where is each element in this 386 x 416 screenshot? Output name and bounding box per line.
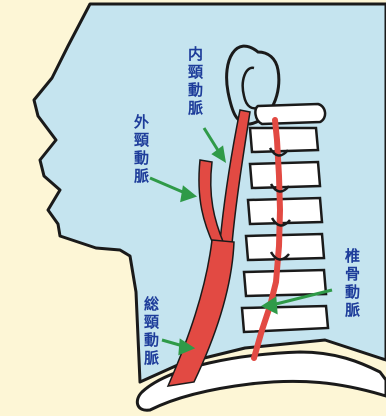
vertebra-c5	[244, 270, 326, 296]
vertebra-c6	[242, 306, 328, 332]
label-vertebral-artery: 椎骨動脈	[344, 248, 359, 320]
vertebra-c4	[246, 234, 324, 260]
vertebra-c2	[250, 162, 320, 188]
vertebra-c1	[250, 128, 318, 152]
label-external-carotid: 外頸動脈	[133, 114, 148, 186]
label-internal-carotid: 内頸動脈	[187, 46, 202, 118]
vertebra-c3	[248, 198, 322, 224]
skull-base	[255, 104, 325, 124]
label-common-carotid: 総頸動脈	[143, 296, 158, 368]
